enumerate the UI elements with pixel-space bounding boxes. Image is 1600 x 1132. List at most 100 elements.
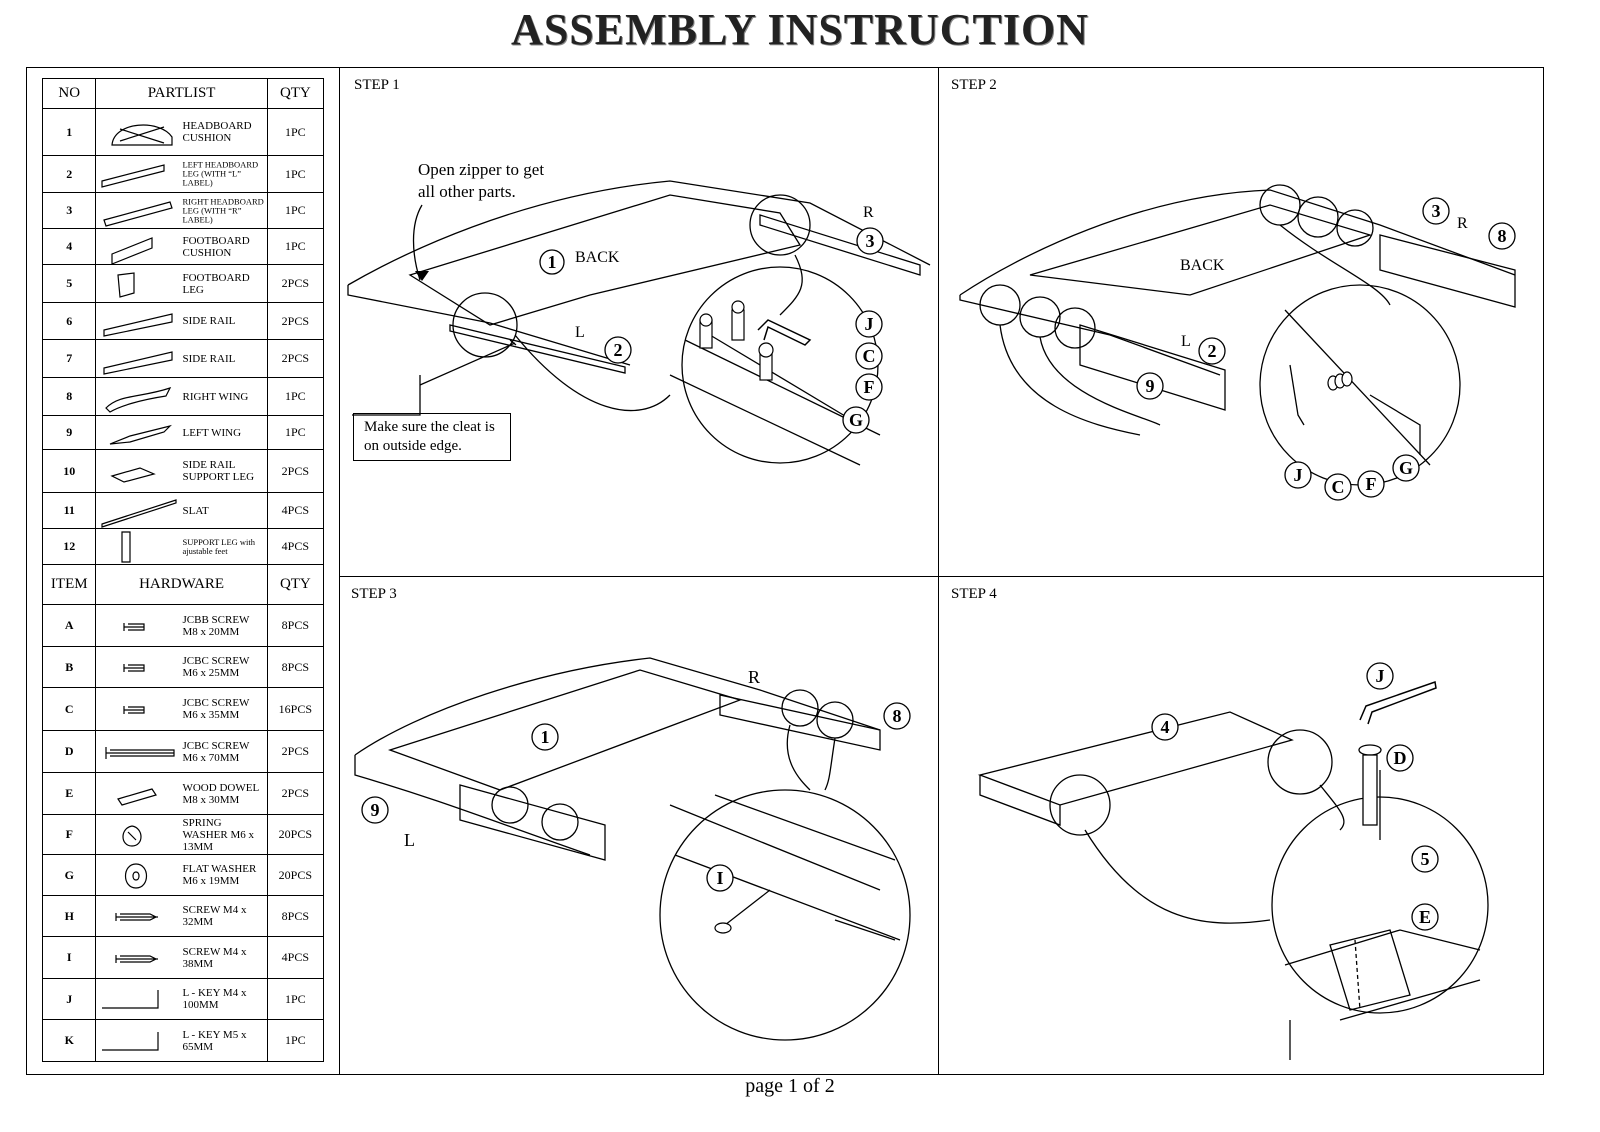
part-number: 7	[41, 339, 97, 378]
hardware-description: L - KEY M4 x 100MM	[95, 978, 268, 1020]
hardware-name: JCBC SCREW M6 x 25MM	[182, 655, 250, 679]
part-qty: 1PC	[266, 108, 325, 156]
left-wing-icon	[110, 424, 173, 445]
headboard-outline	[354, 657, 881, 756]
side-label-l: L	[575, 324, 585, 341]
hardware-description: JCBC SCREW M6 x 25MM	[95, 646, 268, 688]
hardware-description: JCBC SCREW M6 x 35MM	[95, 687, 268, 731]
hardware-description: JCBC SCREW M6 x 70MM	[95, 730, 268, 773]
slat-icon	[101, 498, 178, 528]
hardware-qty: 16PCS	[266, 687, 325, 731]
part-qty: 2PCS	[266, 339, 325, 378]
callout-3: 3	[866, 231, 875, 251]
l-key-icon	[102, 1031, 160, 1051]
callout-C: C	[863, 346, 876, 366]
part-name: LEFT WING	[182, 426, 242, 439]
hardware-name: L - KEY M4 x 100MM	[182, 987, 247, 1011]
part-name: SIDE RAIL SUPPORT LEG	[182, 459, 255, 483]
part-description: SIDE RAIL	[95, 302, 268, 340]
flat-washer-icon	[125, 863, 148, 889]
left-rail	[459, 784, 606, 861]
headboard-outline	[959, 189, 1516, 296]
step-4-label: STEP 4	[951, 586, 997, 602]
part-name: SUPPORT LEG with ajustable feet	[182, 536, 256, 556]
zipper-arrow	[412, 204, 423, 281]
callout-F: F	[864, 377, 875, 397]
part-qty: 1PC	[266, 415, 325, 450]
callout-F: F	[1366, 474, 1377, 494]
step-1-label: STEP 1	[354, 77, 400, 93]
right-leg-rail	[759, 214, 921, 276]
part-description: LEFT HEADBOARD LEG (WITH “L” LABEL)	[95, 155, 268, 193]
l-key-icon	[1359, 680, 1437, 725]
part-name: HEADBOARD CUSHION	[182, 120, 252, 144]
hardware-name: SCREW M4 x 38MM	[182, 945, 247, 970]
callout-8: 8	[893, 706, 902, 726]
hardware-item: H	[41, 895, 97, 937]
part-description: SUPPORT LEG with ajustable feet	[95, 528, 268, 565]
hardware-qty: 20PCS	[266, 854, 325, 896]
hardware-qty: 4PCS	[266, 936, 325, 979]
headboard-cushion-icon	[111, 124, 174, 146]
hardware-name: JCBC SCREW M6 x 35MM	[182, 697, 250, 721]
hardware-item: A	[41, 604, 97, 647]
part-number: 8	[41, 377, 97, 416]
hardware-description: SCREW M4 x 32MM	[95, 895, 268, 937]
part-number: 9	[41, 415, 97, 450]
part-description: RIGHT HEADBOARD LEG (WITH “R” LABEL)	[95, 192, 268, 229]
part-number: 4	[41, 228, 97, 265]
footboard-cushion-icon	[111, 236, 154, 264]
side-rail-icon	[103, 313, 174, 337]
page-number: page 1 of 2	[745, 1075, 835, 1097]
part-number: 5	[41, 264, 97, 303]
part-description: FOOTBOARD LEG	[95, 264, 268, 303]
wood-screw-icon	[115, 954, 159, 963]
side-label-l: L	[1181, 333, 1191, 350]
callout-9: 9	[371, 800, 380, 820]
hardware-qty: 20PCS	[266, 814, 325, 855]
cleat-note-box: Make sure the cleat is on outside edge.	[353, 413, 511, 461]
screw-detail-circle	[659, 789, 911, 1041]
hardware-item: B	[41, 646, 97, 688]
callout-G: G	[1399, 458, 1413, 478]
part-name: RIGHT WING	[182, 390, 249, 403]
adjustable-leg-icon	[121, 530, 132, 563]
part-description: FOOTBOARD CUSHION	[95, 228, 268, 265]
part-description: SIDE RAIL	[95, 339, 268, 378]
headboard-outline	[347, 180, 931, 286]
hardware-detail-circle	[681, 266, 879, 464]
part-number: 6	[41, 302, 97, 340]
part-description: RIGHT WING	[95, 377, 268, 416]
part-name: FOOTBOARD LEG	[182, 271, 250, 296]
part-description: SLAT	[95, 492, 268, 529]
hardware-name: L - KEY M5 x 65MM	[182, 1028, 247, 1053]
side-label-l: L	[404, 830, 415, 850]
part-qty: 4PCS	[266, 492, 325, 529]
hardware-qty: 1PC	[266, 1019, 325, 1062]
callout-2: 2	[1208, 341, 1217, 361]
part-number: 11	[41, 492, 97, 529]
step-3-label: STEP 3	[351, 586, 397, 602]
hardware-qty: 2PCS	[266, 730, 325, 773]
hardware-description: SCREW M4 x 38MM	[95, 936, 268, 979]
hardware-item: G	[41, 854, 97, 896]
footboard-leg-block	[1329, 929, 1411, 1011]
hardware-header-qty: QTY	[266, 564, 325, 605]
callout-9: 9	[1146, 376, 1155, 396]
callout-J: J	[1294, 465, 1303, 485]
hardware-name: SCREW M4 x 32MM	[182, 904, 247, 928]
